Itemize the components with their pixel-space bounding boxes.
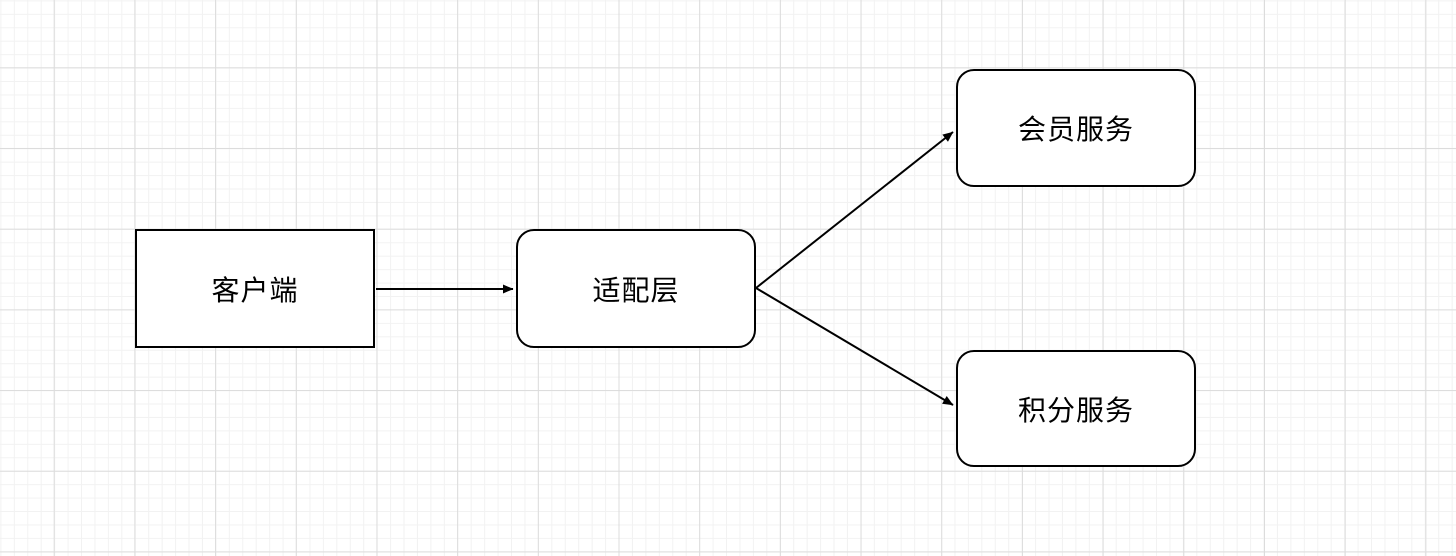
- node-member-service-label: 会员服务: [1017, 114, 1134, 145]
- node-adapter-label: 适配层: [592, 274, 680, 306]
- node-adapter[interactable]: 适配层: [516, 229, 756, 348]
- node-client[interactable]: 客户端: [135, 229, 375, 348]
- node-member-service[interactable]: 会员服务: [956, 69, 1196, 187]
- edge-adapter-to-points-service[interactable]: [755, 287, 954, 406]
- node-client-label: 客户端: [211, 274, 299, 306]
- node-points-service[interactable]: 积分服务: [956, 350, 1196, 467]
- node-points-service-label: 积分服务: [1017, 394, 1134, 426]
- edge-adapter-to-member-service[interactable]: [755, 131, 954, 289]
